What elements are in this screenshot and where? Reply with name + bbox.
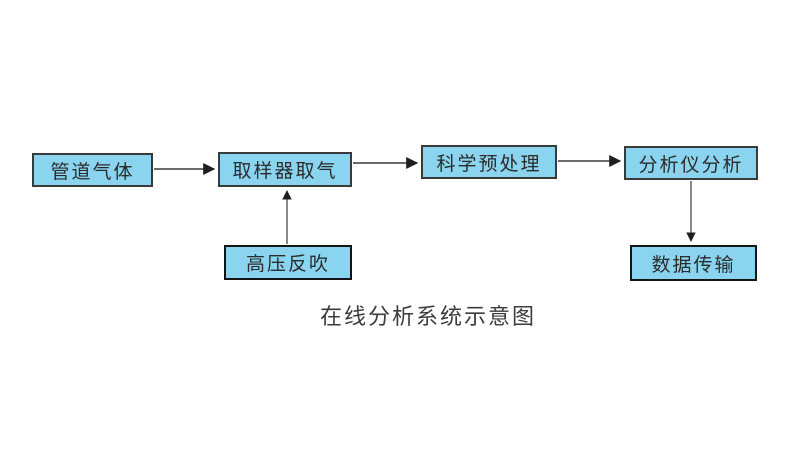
diagram-caption: 在线分析系统示意图 (319, 305, 536, 330)
node-analyzer: 分析仪分析 (624, 146, 758, 180)
node-pipeline-gas: 管道气体 (32, 153, 153, 187)
node-sampler: 取样器取气 (218, 152, 352, 187)
node-pretreatment: 科学预处理 (421, 145, 557, 179)
node-data-transmission: 数据传输 (630, 245, 757, 281)
node-blowback: 高压反吹 (224, 245, 352, 280)
